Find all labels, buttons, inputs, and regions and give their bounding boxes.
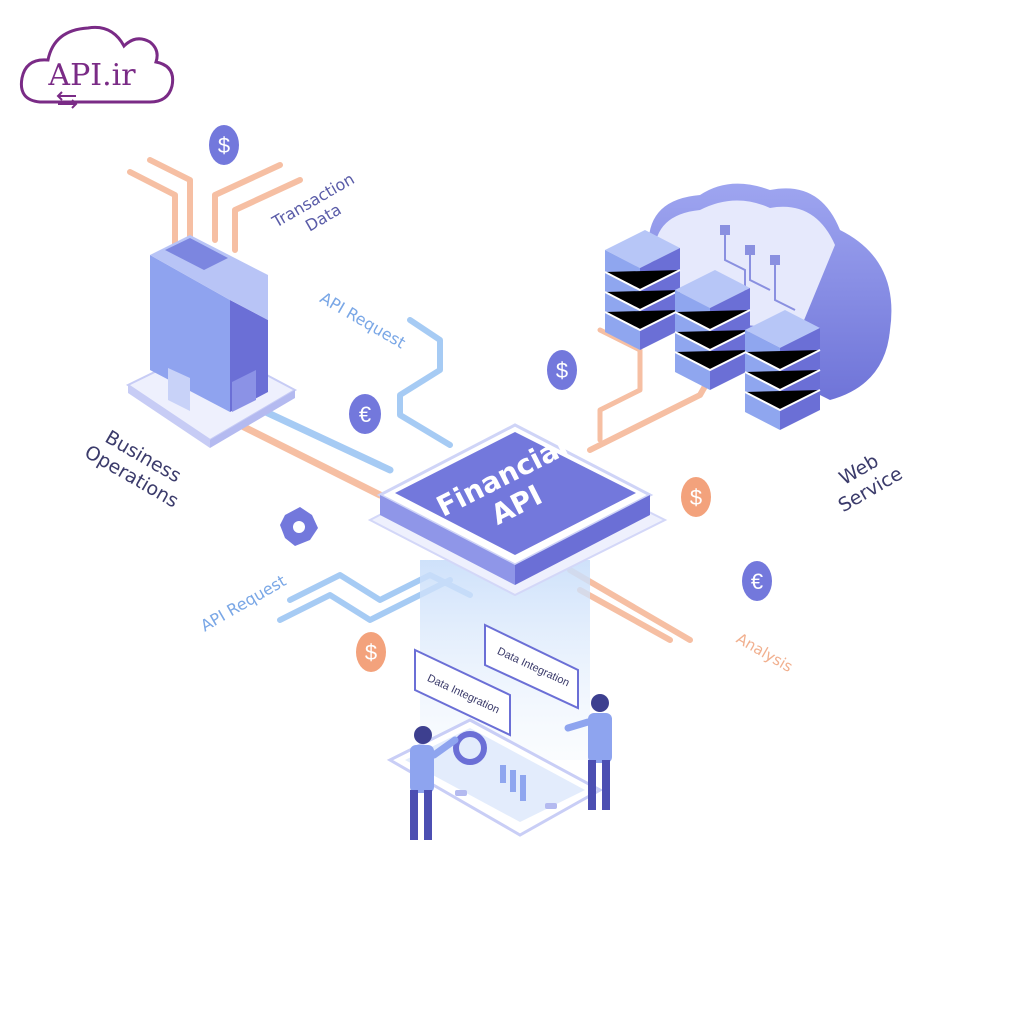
- svg-text:$: $: [218, 133, 230, 158]
- person-icon: [410, 726, 459, 840]
- gear-coin-icon: [280, 507, 318, 546]
- svg-text:$: $: [690, 485, 702, 510]
- dollar-coin-icon: $: [681, 477, 711, 517]
- svg-text:€: €: [751, 569, 763, 594]
- euro-coin-icon: €: [349, 394, 381, 434]
- building-icon: [126, 235, 298, 448]
- api-request-label-left: API Request: [197, 571, 289, 635]
- dollar-coin-icon: $: [547, 350, 577, 390]
- dollar-coin-icon: $: [356, 632, 386, 672]
- logo-cloud-icon: [19, 25, 175, 104]
- logo[interactable]: API.ir: [19, 25, 175, 109]
- swap-arrows-icon: [56, 91, 78, 109]
- server-rack-icon: [604, 230, 821, 430]
- svg-text:$: $: [556, 358, 568, 383]
- svg-text:$: $: [365, 640, 377, 665]
- euro-coin-icon: €: [742, 561, 772, 601]
- person-icon: [564, 694, 612, 810]
- svg-text:€: €: [359, 402, 371, 427]
- api-request-label-top: API Request: [317, 288, 409, 352]
- logo-text: API.ir: [47, 58, 136, 93]
- financial-api-hub[interactable]: Financial API: [367, 423, 668, 597]
- dollar-coin-icon: $: [209, 125, 239, 165]
- analysis-label: Analysis: [733, 629, 796, 676]
